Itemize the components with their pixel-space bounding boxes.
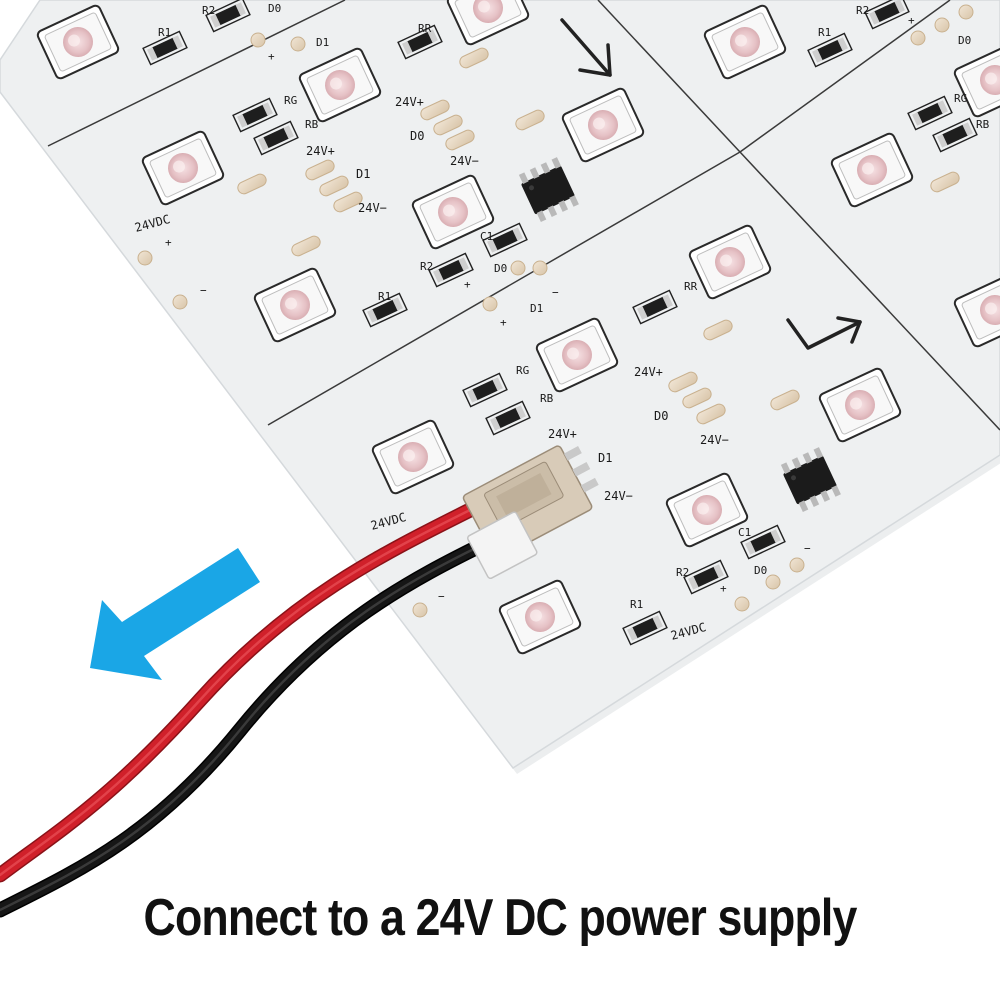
svg-text:R2: R2 — [420, 260, 433, 273]
svg-text:D1: D1 — [356, 167, 370, 181]
svg-text:+: + — [165, 236, 172, 249]
svg-text:D1: D1 — [316, 36, 329, 49]
svg-text:24V+: 24V+ — [306, 144, 335, 158]
svg-text:RB: RB — [540, 392, 554, 405]
svg-text:+: + — [464, 278, 471, 291]
svg-text:C1: C1 — [480, 230, 493, 243]
svg-text:RB: RB — [305, 118, 319, 131]
svg-text:RG: RG — [284, 94, 297, 107]
caption: Connect to a 24V DC power supply — [143, 889, 858, 947]
svg-text:24V−: 24V− — [604, 489, 633, 503]
svg-text:R2: R2 — [202, 4, 215, 17]
svg-text:RR: RR — [418, 22, 432, 35]
svg-text:24V−: 24V− — [450, 154, 479, 168]
svg-text:D0: D0 — [410, 129, 424, 143]
svg-text:D0: D0 — [654, 409, 668, 423]
silkscreen-labels: R1 R2 D0 + D1 RR RG RB 24V+ D0 24V− 24V+… — [133, 2, 989, 643]
svg-text:R2: R2 — [676, 566, 689, 579]
left-arrow-icon — [90, 548, 260, 680]
svg-text:−: − — [438, 590, 445, 603]
direction-arrow-icon — [786, 316, 862, 350]
svg-text:RR: RR — [684, 280, 698, 293]
power-cable — [0, 502, 500, 918]
svg-text:−: − — [200, 284, 207, 297]
svg-text:R1: R1 — [818, 26, 831, 39]
svg-text:24V−: 24V− — [700, 433, 729, 447]
svg-text:R2: R2 — [856, 4, 869, 17]
svg-text:RB: RB — [976, 118, 990, 131]
svg-text:D1: D1 — [530, 302, 543, 315]
svg-text:24V−: 24V− — [358, 201, 387, 215]
svg-text:24V+: 24V+ — [548, 427, 577, 441]
svg-text:+: + — [908, 14, 915, 27]
direction-arrow-icon — [560, 18, 612, 77]
jst-connector — [462, 445, 599, 580]
svg-text:D0: D0 — [754, 564, 767, 577]
svg-text:R1: R1 — [630, 598, 643, 611]
svg-text:D0: D0 — [494, 262, 507, 275]
svg-text:24V+: 24V+ — [395, 95, 424, 109]
svg-text:+: + — [500, 316, 507, 329]
svg-text:RG: RG — [516, 364, 529, 377]
svg-text:D1: D1 — [598, 451, 612, 465]
svg-text:−: − — [552, 286, 559, 299]
svg-text:+: + — [720, 582, 727, 595]
svg-text:+: + — [268, 50, 275, 63]
svg-text:RG: RG — [954, 92, 967, 105]
svg-text:C1: C1 — [738, 526, 751, 539]
svg-text:R1: R1 — [378, 290, 391, 303]
svg-text:−: − — [804, 542, 811, 555]
svg-text:24V+: 24V+ — [634, 365, 663, 379]
svg-text:R1: R1 — [158, 26, 171, 39]
svg-text:D0: D0 — [268, 2, 281, 15]
panel-division-lines — [47, 0, 1000, 431]
svg-text:D0: D0 — [958, 34, 971, 47]
